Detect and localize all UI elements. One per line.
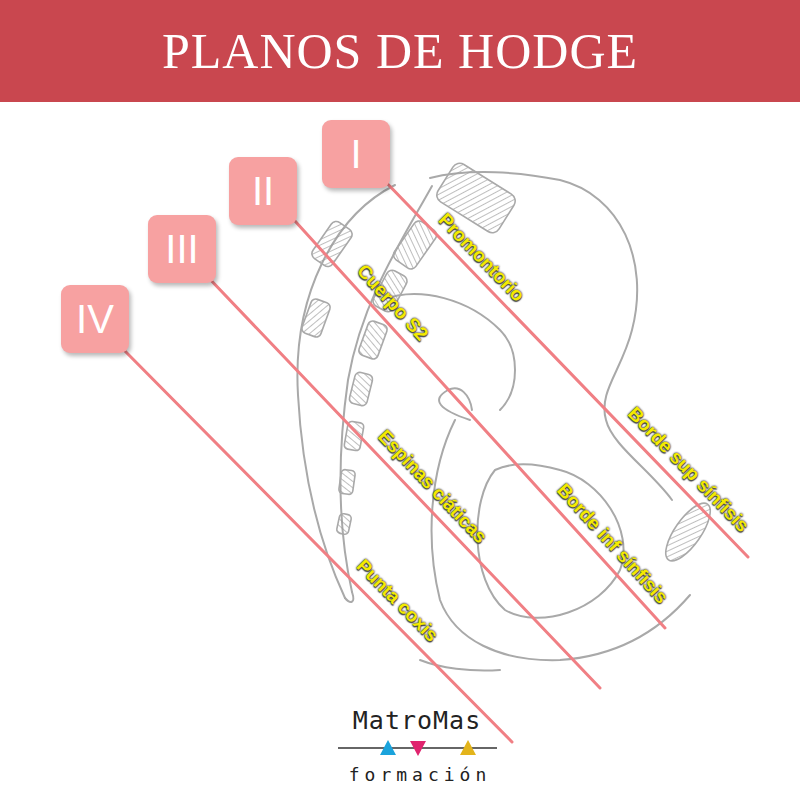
diagram-title: PLANOS DE HODGE [0, 0, 800, 102]
logo-triangle [410, 741, 426, 756]
s3-body [357, 320, 388, 361]
plane-number: IV [76, 299, 114, 339]
sacral-crest [300, 298, 331, 339]
s1-body [391, 219, 439, 272]
landmark-label: Punta coxis [352, 556, 442, 647]
sciatic-spine [439, 388, 472, 420]
logo-triangle [380, 740, 396, 755]
logo-tagline: formación [349, 764, 492, 785]
plane-line [205, 274, 600, 688]
hodge-planes [120, 176, 748, 742]
plane-number-box: I [322, 120, 390, 188]
plane-number-box: IV [61, 285, 129, 353]
s4-body [348, 371, 373, 406]
iliac-wing [430, 172, 672, 500]
plane-number: II [252, 171, 274, 211]
coccyx-segment [338, 469, 355, 495]
vertebral-bodies [300, 160, 718, 567]
coccyx-tip [345, 592, 353, 602]
landmark-label: Borde inf sínfisis [552, 480, 671, 608]
logo-triangle [460, 740, 476, 755]
logo-name: MatroMas [353, 706, 481, 735]
plane-number: I [350, 134, 361, 174]
plane-line [120, 346, 512, 742]
plane-number-box: II [229, 157, 297, 225]
logo-mark [338, 740, 497, 756]
plane-number: III [165, 229, 198, 269]
plane-number-box: III [148, 215, 216, 283]
coccyx-segment [336, 513, 352, 535]
